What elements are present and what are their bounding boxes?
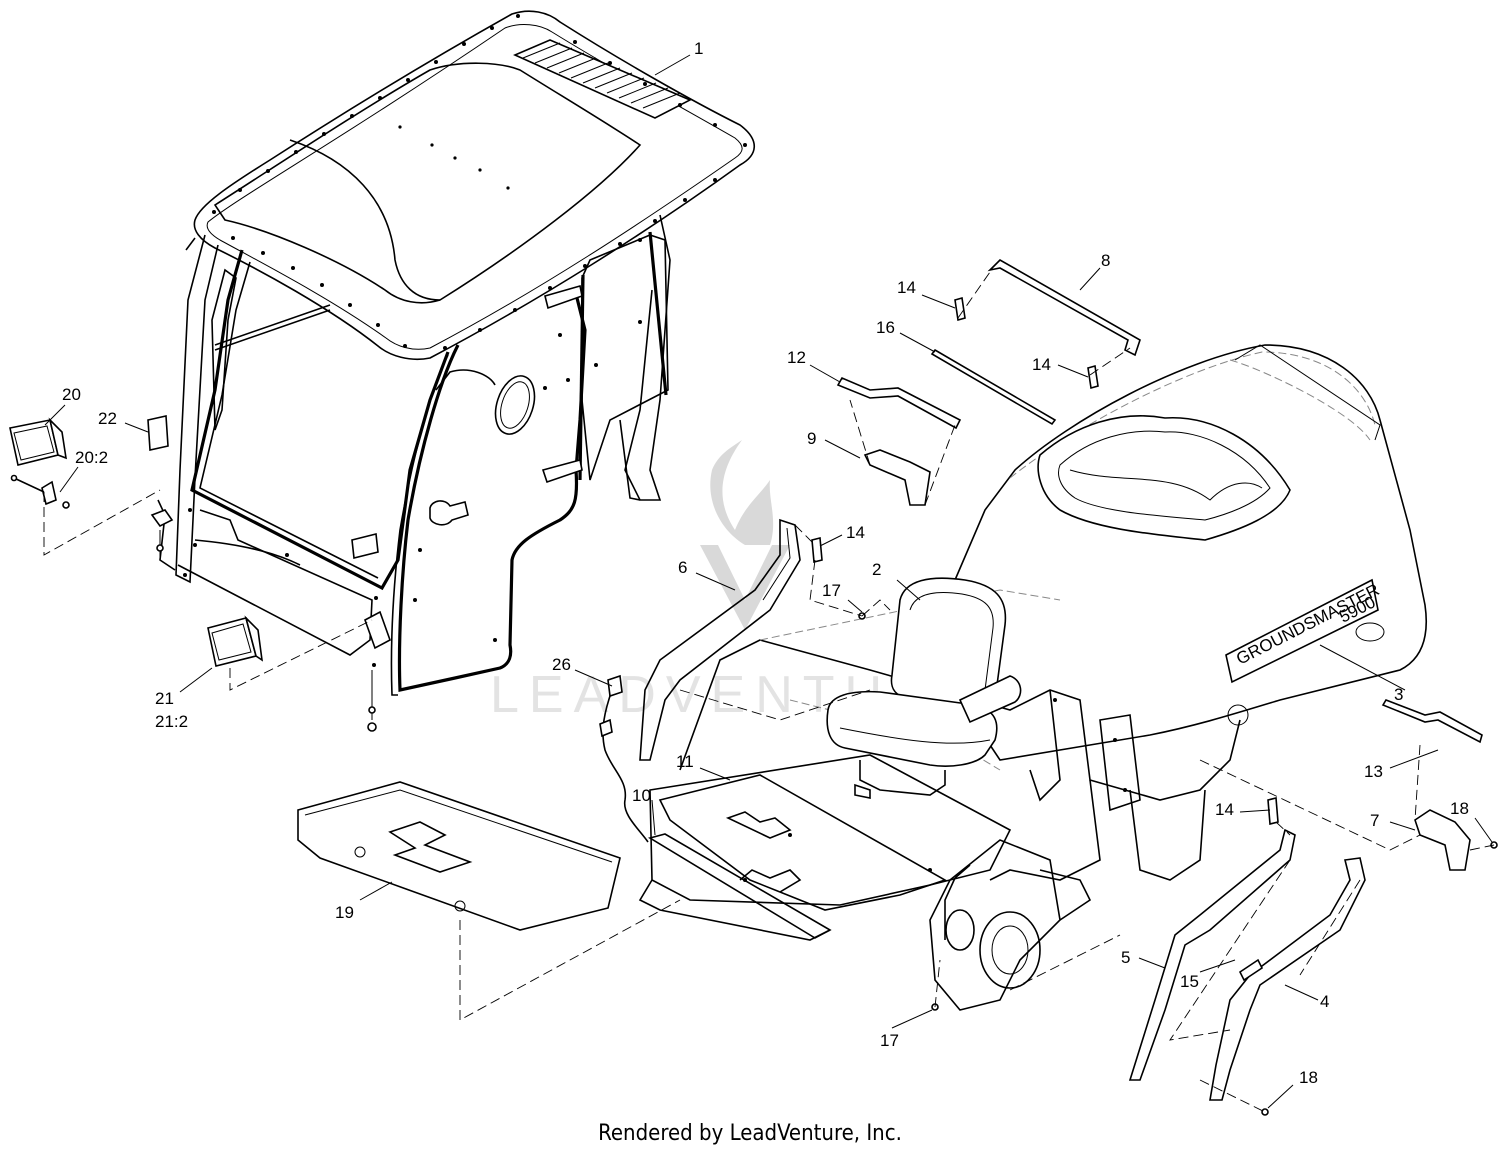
decal-14d bbox=[1267, 796, 1279, 826]
floor-mat-19 bbox=[297, 781, 621, 931]
footer-credit: Rendered by LeadVenture, Inc. bbox=[598, 1121, 902, 1146]
work-light-21 bbox=[207, 615, 264, 667]
seat-2 bbox=[826, 577, 1022, 799]
callout-14b: 14 bbox=[1032, 355, 1051, 374]
callout-17b: 17 bbox=[880, 1031, 899, 1050]
bracket-12 bbox=[836, 376, 962, 430]
screw-18b bbox=[1261, 1108, 1269, 1116]
decal-15 bbox=[1238, 958, 1264, 982]
callout-labels: 1 2 3 4 5 6 7 8 9 10 11 12 13 14 14 14 1… bbox=[62, 39, 1469, 1087]
assembly-lines bbox=[43, 271, 1495, 1113]
decal-14c bbox=[811, 536, 823, 564]
callout-10: 10 bbox=[632, 786, 651, 805]
callout-1: 1 bbox=[694, 39, 703, 58]
callout-16: 16 bbox=[876, 318, 895, 337]
decal-22 bbox=[147, 415, 169, 451]
strip-16 bbox=[930, 348, 1057, 426]
callout-14c: 14 bbox=[846, 523, 865, 542]
callout-21-2: 21:2 bbox=[155, 712, 188, 731]
callout-4: 4 bbox=[1320, 992, 1329, 1011]
callout-14d: 14 bbox=[1215, 800, 1234, 819]
floor-pan-11 bbox=[658, 774, 947, 911]
decal-14b bbox=[1087, 364, 1099, 390]
callout-11: 11 bbox=[676, 752, 694, 771]
bracket-7 bbox=[1414, 809, 1471, 871]
bracket-13 bbox=[1381, 699, 1483, 744]
callout-15: 15 bbox=[1180, 972, 1199, 991]
callout-17a: 17 bbox=[822, 581, 841, 600]
step-plate-10 bbox=[647, 833, 832, 939]
leader-lines bbox=[44, 54, 1493, 1109]
decal-14a bbox=[954, 296, 966, 322]
harness-26 bbox=[599, 674, 649, 843]
callout-20-2: 20:2 bbox=[75, 448, 108, 467]
callout-2: 2 bbox=[872, 560, 881, 579]
callout-3: 3 bbox=[1394, 685, 1403, 704]
callout-22: 22 bbox=[98, 409, 117, 428]
work-light-20 bbox=[9, 417, 70, 509]
panel-4 bbox=[1209, 857, 1366, 1101]
callout-14a: 14 bbox=[897, 278, 916, 297]
callout-19: 19 bbox=[335, 903, 354, 922]
callout-18a: 18 bbox=[1450, 799, 1469, 818]
callout-26: 26 bbox=[552, 655, 571, 674]
callout-5: 5 bbox=[1121, 948, 1130, 967]
callout-9: 9 bbox=[807, 429, 816, 448]
bracket-9 bbox=[863, 449, 931, 506]
callout-18b: 18 bbox=[1299, 1068, 1318, 1087]
cab-assembly bbox=[150, 10, 756, 732]
callout-7: 7 bbox=[1370, 811, 1379, 830]
callout-8: 8 bbox=[1101, 251, 1110, 270]
side-panel-6 bbox=[639, 518, 801, 761]
decal-groundsmaster: GROUNDSMASTER bbox=[1233, 580, 1382, 669]
callout-20: 20 bbox=[62, 385, 81, 404]
callout-12: 12 bbox=[787, 348, 806, 367]
callout-21: 21 bbox=[155, 689, 174, 708]
panel-5 bbox=[1128, 828, 1296, 1081]
bracket-8 bbox=[987, 259, 1141, 357]
callout-6: 6 bbox=[678, 558, 687, 577]
callout-13: 13 bbox=[1364, 762, 1383, 781]
